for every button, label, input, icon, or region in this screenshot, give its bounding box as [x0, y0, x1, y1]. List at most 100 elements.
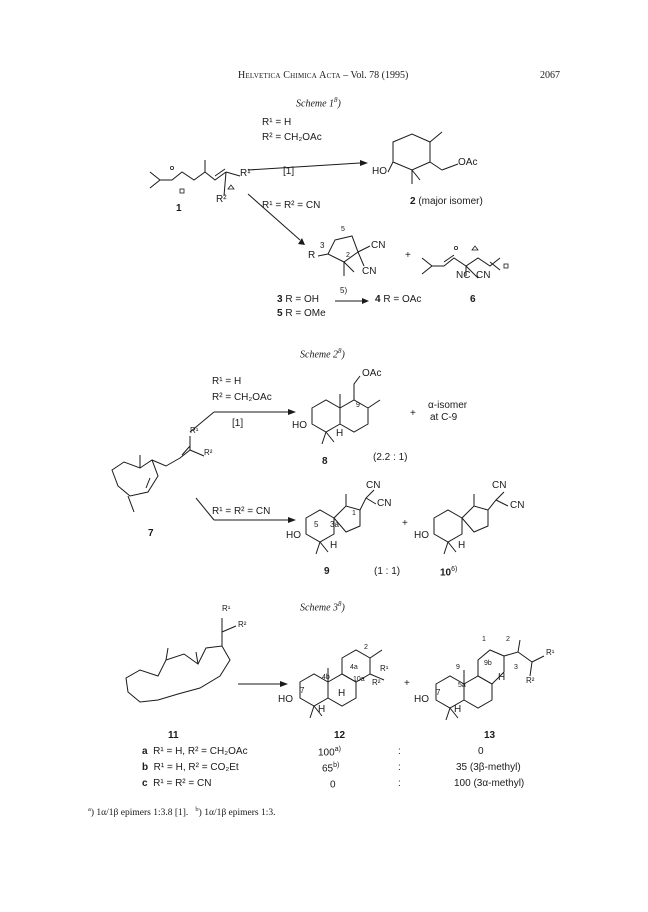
- s2-p10-ho: HO: [414, 530, 429, 541]
- s1-sm-r2: R²: [216, 194, 227, 205]
- table-row: c R¹ = R² = CN: [142, 778, 212, 789]
- compound-2-structure: [387, 131, 459, 184]
- s2-p10-h: H: [458, 540, 466, 551]
- footnote: a) 1α/1β epimers 1:3.8 [1]. b) 1α/1β epi…: [88, 806, 276, 819]
- s3-p13-h1: H: [498, 672, 506, 683]
- compound-12-structure: [299, 649, 385, 719]
- s3-p13-num7: 7: [436, 688, 441, 697]
- compound-8-structure: [311, 375, 381, 445]
- s3-p12-r1: R¹: [380, 664, 389, 673]
- s3-p13-r1: R¹: [546, 648, 555, 657]
- compound-9-structure: [305, 489, 377, 555]
- s2-plus-2: +: [402, 518, 408, 529]
- s3-p12-num2: 2: [364, 644, 368, 651]
- s2-sm-r1: R¹: [190, 426, 199, 435]
- s3-p12-h1: H: [338, 688, 346, 699]
- compound-8-label: 8: [322, 456, 328, 467]
- scheme2-arrow-bottom-diag: [195, 497, 215, 521]
- s3-p12-h2: H: [318, 704, 326, 715]
- compound-3-structure: [317, 235, 371, 276]
- s3-p12-num4a: 4a: [350, 664, 358, 671]
- scheme1-arrow-top: [247, 162, 361, 171]
- compound-9-label: 9: [324, 566, 330, 577]
- s2-p9-cn1: CN: [366, 480, 381, 491]
- compound-7-structure: [111, 436, 205, 513]
- s1-cond-top-ref: [1]: [283, 166, 295, 177]
- s2-alpha-line2: at C-9: [430, 412, 458, 423]
- scheme2-title: Scheme 28): [300, 347, 345, 361]
- compound-12-label: 12: [334, 730, 346, 741]
- s2-alpha-line1: α-isomer: [428, 400, 468, 411]
- s3-p13-h2: H: [454, 704, 462, 715]
- s1-prod6-cn: CN: [476, 270, 491, 281]
- s1-num-3: 3: [320, 241, 325, 250]
- s1-prod6-nc: NC: [456, 270, 471, 281]
- compound-11-structure: [125, 618, 237, 703]
- table-cell-13: 35 (3β-methyl): [456, 762, 521, 773]
- s3-p12-r2: R²: [372, 678, 381, 687]
- s3-p13-num3: 3: [514, 664, 518, 671]
- scheme1-title: Scheme 18): [296, 96, 341, 110]
- s3-p13-num1: 1: [482, 636, 486, 643]
- s2-p9-h: H: [330, 540, 338, 551]
- s2-p9-cn2: CN: [377, 498, 392, 509]
- s2-cond-bottom: R¹ = R² = CN: [212, 506, 271, 517]
- s1-cond-top-r1: R¹ = H: [262, 117, 292, 128]
- s2-cond-top-r2: R² = CH₂OAc: [212, 392, 272, 403]
- table-row: a R¹ = H, R² = CH₂OAc: [142, 746, 248, 757]
- s3-p13-r2: R²: [526, 676, 535, 685]
- compound-13-structure: [435, 639, 545, 721]
- scheme2-arrow-top-diag: [189, 411, 215, 433]
- s1-cond-bottom: R¹ = R² = CN: [262, 200, 321, 211]
- s1-prod2-ho: HO: [372, 166, 387, 177]
- s1-prod3-r: R: [308, 250, 316, 261]
- s3-p12-num4b: 4b: [322, 674, 330, 681]
- s1-sm-r1: R¹: [240, 168, 251, 179]
- s3-sm-r1: R¹: [222, 604, 231, 613]
- table-cell-13: 100 (3α-methyl): [454, 778, 525, 789]
- s3-p13-num9b: 9b: [484, 660, 492, 667]
- s2-p8-num9: 9: [356, 402, 360, 409]
- s2-cond-top-r1: R¹ = H: [212, 376, 242, 387]
- table-colon: :: [398, 778, 401, 789]
- compound-11-label: 11: [168, 730, 179, 741]
- s3-p12-num7: 7: [300, 686, 305, 695]
- table-cell-12: 0: [330, 779, 336, 791]
- s1-plus: +: [405, 250, 411, 261]
- journal-volume: – Vol. 78 (1995): [343, 70, 409, 81]
- s3-p12-num10a: 10a: [353, 676, 365, 683]
- table-colon: :: [398, 746, 401, 757]
- compound-13-label: 13: [484, 730, 496, 741]
- s1-num-2: 2: [346, 252, 350, 259]
- s3-sm-r2: R²: [238, 620, 247, 629]
- s2-p8-oac: OAc: [362, 368, 382, 379]
- compound-1-structure: [149, 160, 241, 197]
- s2-plus-1: +: [410, 408, 416, 419]
- s3-p13-ho: HO: [414, 694, 429, 705]
- s2-p9-num5: 5: [314, 520, 319, 529]
- s2-sm-r2: R²: [204, 448, 213, 457]
- s2-p8-h: H: [336, 428, 344, 439]
- s2-p10-cn1: CN: [492, 480, 507, 491]
- s1-cond-top-r2: R² = CH₂OAc: [262, 132, 322, 143]
- compound-7-label: 7: [148, 528, 154, 539]
- s2-p9-ho: HO: [286, 530, 301, 541]
- s2-p9-num1: 1: [352, 510, 356, 517]
- table-cell-12: 100a): [318, 746, 341, 759]
- table-cell-13: 0: [478, 746, 484, 757]
- running-header: Helvetica Chimica Acta – Vol. 78 (1995): [238, 70, 408, 81]
- s1-num-5: 5: [341, 226, 345, 233]
- s2-ratio-8: (2.2 : 1): [373, 452, 408, 463]
- s1-prod3-cn2: CN: [362, 266, 377, 277]
- scheme3-title: Scheme 38): [300, 600, 345, 614]
- s3-p13-num5a: 5a: [458, 682, 466, 689]
- s2-p10-cn2: CN: [510, 500, 525, 511]
- s3-plus: +: [404, 678, 410, 689]
- table-colon: :: [398, 762, 401, 773]
- s1-line-3: 3 R = OH: [277, 294, 319, 305]
- s2-cond-top-ref: [1]: [232, 418, 244, 429]
- compound-2-label: 2 (major isomer): [410, 196, 483, 207]
